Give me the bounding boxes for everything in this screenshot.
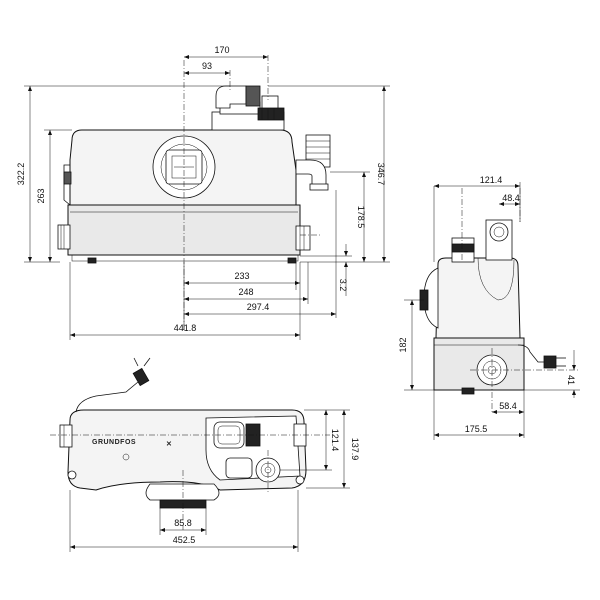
front-outlet-nut: [261, 95, 279, 109]
front-outlet-pipe: [245, 85, 261, 107]
top-view: GRUNDFOS ✕ 121.4 137.9: [50, 357, 360, 552]
dim-right-height: 346.7: [376, 163, 386, 186]
front-vent-elbow: [295, 159, 327, 187]
dim-top-depth-137: 137.9: [350, 438, 360, 461]
dim-outlet-height: 178.5: [356, 206, 366, 229]
dim-top-width-452: 452.5: [173, 535, 196, 545]
dim-side-width-175: 175.5: [465, 424, 488, 434]
dim-top-offset: 93: [202, 61, 212, 71]
dim-foot-height: 3.2: [338, 279, 348, 292]
side-foot: [461, 387, 475, 395]
brand-x-icon: ✕: [166, 441, 172, 448]
dim-side-height-41: 41: [566, 375, 576, 385]
dim-top-width: 170: [214, 45, 229, 55]
side-cable-plug: [543, 355, 557, 369]
top-left-inlet: [59, 424, 73, 448]
dim-side-width-58: 58.4: [499, 401, 517, 411]
top-cable-plug: [132, 367, 150, 387]
front-foot-right: [287, 257, 297, 264]
dim-total-length: 441.8: [174, 323, 197, 333]
dim-total-height: 322.2: [16, 163, 26, 186]
dim-side-height: 182: [398, 337, 408, 352]
side-vent-ring: [489, 222, 509, 242]
dim-body-height: 263: [36, 188, 46, 203]
side-housing-upper: [435, 257, 521, 339]
top-foot-right: [295, 475, 305, 485]
side-outlet-thread: [451, 243, 475, 253]
front-view: 170 93 322.2 263 346.7 178.5 3.2: [16, 45, 390, 340]
front-cable-entry: [63, 171, 72, 185]
dim-side-width-small: 48.4: [502, 193, 520, 203]
top-bottom-inlet: [145, 483, 220, 501]
front-foot-left: [87, 257, 97, 264]
front-base: [71, 254, 299, 262]
top-screw-icon: [122, 453, 130, 461]
dim-w233: 233: [234, 271, 249, 281]
dim-side-width-top: 121.4: [480, 175, 503, 185]
top-foot-left: [67, 470, 77, 480]
dim-w248: 248: [238, 287, 253, 297]
dim-top-depth-121: 121.4: [330, 429, 340, 452]
top-vent-window: [225, 457, 253, 479]
side-view: 121.4 48.4 182 41 58.4 175.5: [398, 175, 580, 440]
dim-w297: 297.4: [247, 302, 270, 312]
brand-label: GRUNDFOS: [92, 439, 136, 446]
front-right-inlet: [295, 225, 311, 251]
dim-top-width-85: 85.8: [174, 518, 192, 528]
